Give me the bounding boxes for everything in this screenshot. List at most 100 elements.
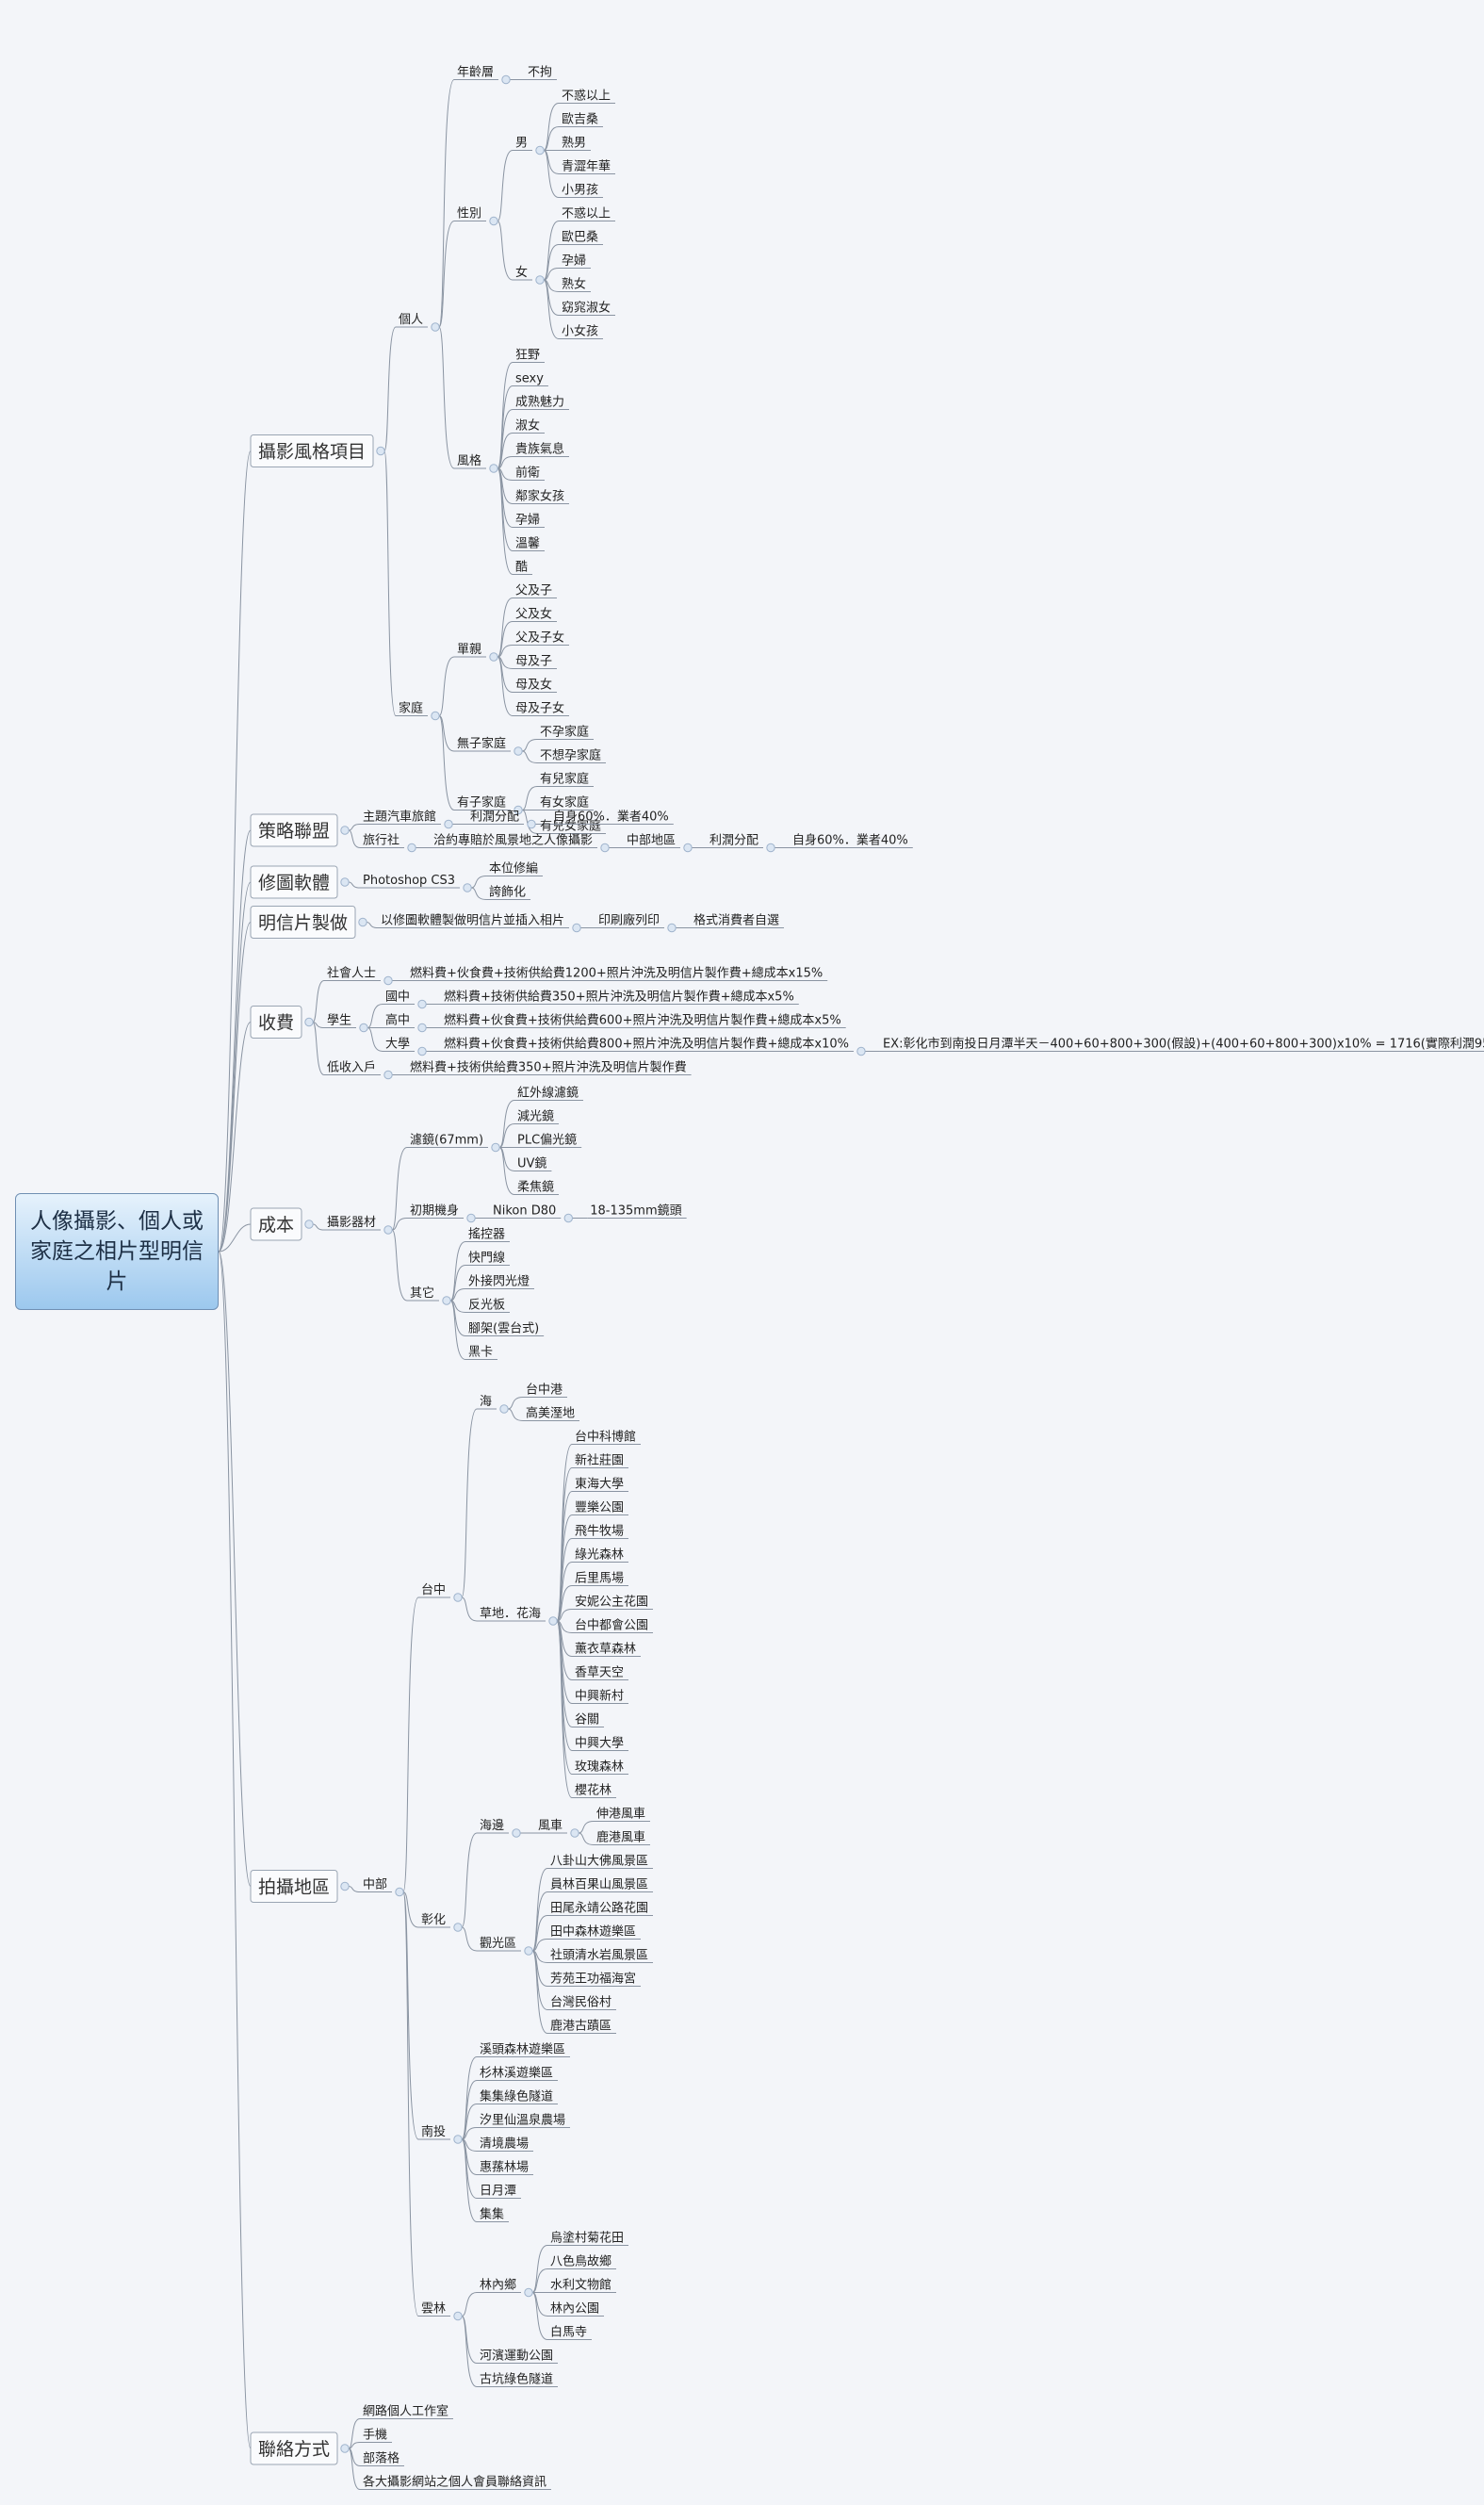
subtopic[interactable]: 洽約專賠於風景地之人像攝影 — [431, 833, 598, 848]
subtopic[interactable]: 燃料費+伙食費+技術供給費800+照片沖洗及明信片製作費+總成本x10% — [441, 1037, 854, 1052]
subtopic[interactable]: 有女家庭 — [537, 795, 595, 810]
collapse-toggle-icon[interactable] — [407, 843, 416, 853]
collapse-toggle-icon[interactable] — [304, 1017, 314, 1027]
subtopic[interactable]: 國中 — [383, 991, 416, 1005]
subtopic[interactable]: 父及女 — [513, 607, 558, 622]
collapse-toggle-icon[interactable] — [463, 883, 472, 892]
collapse-toggle-icon[interactable] — [304, 1220, 314, 1229]
subtopic[interactable]: 台中 — [418, 1583, 451, 1598]
subtopic[interactable]: 不惑以上 — [559, 89, 616, 104]
subtopic[interactable]: 八卦山大佛風景區 — [547, 1855, 654, 1869]
subtopic[interactable]: 雲林 — [418, 2302, 451, 2317]
subtopic[interactable]: 網路個人工作室 — [360, 2404, 454, 2419]
subtopic[interactable]: 前衛 — [513, 466, 546, 481]
subtopic[interactable]: 玫瑰森林 — [572, 1760, 629, 1775]
subtopic[interactable]: 攝影器材 — [324, 1215, 382, 1231]
subtopic[interactable]: 單親 — [454, 643, 487, 658]
subtopic[interactable]: 手機 — [360, 2429, 393, 2443]
subtopic[interactable]: 中興大學 — [572, 1737, 629, 1751]
subtopic[interactable]: 鄰家女孩 — [513, 489, 570, 504]
subtopic[interactable]: 薰衣草森林 — [572, 1642, 642, 1657]
main-topic[interactable]: 拍攝地區 — [250, 1870, 338, 1903]
subtopic[interactable]: 孕婦 — [559, 254, 592, 269]
main-topic[interactable]: 攝影風格項目 — [250, 434, 374, 467]
subtopic[interactable]: 初期機身 — [407, 1203, 465, 1219]
subtopic[interactable]: 母及子女 — [513, 701, 570, 716]
subtopic[interactable]: 惠蓀林場 — [477, 2161, 534, 2175]
collapse-toggle-icon[interactable] — [512, 1828, 521, 1838]
collapse-toggle-icon[interactable] — [431, 711, 440, 721]
subtopic[interactable]: 小男孩 — [559, 184, 604, 198]
subtopic[interactable]: 鹿港古蹟區 — [547, 2019, 617, 2034]
subtopic[interactable]: 減光鏡 — [514, 1109, 560, 1124]
subtopic[interactable]: 主題汽車旅館 — [360, 810, 442, 825]
subtopic[interactable]: 淑女 — [513, 418, 546, 434]
subtopic[interactable]: 集集綠色隧道 — [477, 2089, 559, 2104]
subtopic[interactable]: 古坑綠色隧道 — [477, 2372, 559, 2387]
subtopic[interactable]: 熟女 — [559, 277, 592, 292]
collapse-toggle-icon[interactable] — [340, 826, 350, 835]
subtopic[interactable]: 低收入戶 — [324, 1061, 382, 1075]
subtopic[interactable]: 反光板 — [465, 1299, 511, 1313]
subtopic[interactable]: 八色鳥故鄉 — [547, 2254, 617, 2269]
subtopic[interactable]: 燃料費+伙食費+技術供給費1200+照片沖洗及明信片製作費+總成本x15% — [407, 966, 828, 981]
collapse-toggle-icon[interactable] — [572, 923, 581, 933]
subtopic[interactable]: 家庭 — [396, 701, 429, 716]
subtopic[interactable]: 芳苑王功福海宮 — [547, 1972, 642, 1987]
subtopic[interactable]: 狂野 — [513, 349, 546, 363]
subtopic[interactable]: 日月潭 — [477, 2185, 522, 2199]
collapse-toggle-icon[interactable] — [453, 1923, 463, 1932]
collapse-toggle-icon[interactable] — [563, 1213, 573, 1223]
subtopic[interactable]: 不惑以上 — [559, 206, 616, 221]
subtopic[interactable]: 台中港 — [523, 1383, 568, 1398]
subtopic[interactable]: 誇飾化 — [486, 885, 531, 900]
subtopic[interactable]: 青澀年華 — [559, 160, 616, 174]
main-topic[interactable]: 修圖軟體 — [250, 865, 338, 899]
collapse-toggle-icon[interactable] — [442, 1296, 451, 1305]
subtopic[interactable]: 濾鏡(67mm) — [407, 1134, 489, 1148]
subtopic[interactable]: 格式消費者自選 — [691, 913, 785, 928]
central-topic[interactable]: 人像攝影、個人或家庭之相片型明信片 — [15, 1193, 219, 1310]
collapse-toggle-icon[interactable] — [358, 917, 367, 927]
subtopic[interactable]: 個人 — [396, 313, 429, 328]
subtopic[interactable]: 中部地區 — [624, 834, 681, 848]
subtopic[interactable]: PLC偏光鏡 — [514, 1134, 582, 1148]
main-topic[interactable]: 聯絡方式 — [250, 2431, 338, 2465]
subtopic[interactable]: 18-135mm鏡頭 — [587, 1204, 687, 1219]
subtopic[interactable]: 安妮公主花園 — [572, 1595, 654, 1610]
collapse-toggle-icon[interactable] — [340, 2444, 350, 2453]
subtopic[interactable]: 高美溼地 — [523, 1406, 580, 1421]
subtopic[interactable]: 白馬寺 — [547, 2325, 593, 2340]
collapse-toggle-icon[interactable] — [340, 877, 350, 887]
subtopic[interactable]: 歐吉桑 — [559, 113, 604, 127]
subtopic[interactable]: 新社莊園 — [572, 1453, 629, 1468]
subtopic[interactable]: 父及子 — [513, 584, 558, 598]
subtopic[interactable]: 豐樂公園 — [572, 1500, 629, 1515]
subtopic[interactable]: 南投 — [418, 2124, 451, 2140]
collapse-toggle-icon[interactable] — [417, 1023, 427, 1033]
subtopic[interactable]: 有兒家庭 — [537, 772, 595, 787]
subtopic[interactable]: 有子家庭 — [454, 795, 512, 810]
collapse-toggle-icon[interactable] — [491, 1142, 500, 1153]
subtopic[interactable]: 貴族氣息 — [513, 442, 570, 457]
subtopic[interactable]: 大學 — [383, 1038, 416, 1052]
collapse-toggle-icon[interactable] — [340, 1881, 350, 1891]
subtopic[interactable]: 父及子女 — [513, 630, 570, 646]
subtopic[interactable]: 員林百果山風景區 — [547, 1878, 654, 1892]
subtopic[interactable]: 外接閃光燈 — [465, 1274, 535, 1289]
collapse-toggle-icon[interactable] — [453, 2135, 463, 2144]
subtopic[interactable]: 性別 — [454, 207, 487, 221]
subtopic[interactable]: 櫻花林 — [572, 1783, 617, 1798]
subtopic[interactable]: 集集 — [477, 2207, 510, 2222]
collapse-toggle-icon[interactable] — [395, 1887, 404, 1897]
collapse-toggle-icon[interactable] — [417, 1046, 427, 1056]
collapse-toggle-icon[interactable] — [600, 843, 610, 853]
collapse-toggle-icon[interactable] — [466, 1213, 476, 1223]
subtopic[interactable]: 熟男 — [559, 136, 592, 151]
subtopic[interactable]: 烏塗村菊花田 — [547, 2231, 629, 2246]
subtopic[interactable]: 中興新村 — [572, 1689, 629, 1704]
collapse-toggle-icon[interactable] — [514, 746, 523, 756]
main-topic[interactable]: 成本 — [250, 1207, 302, 1241]
subtopic[interactable]: 林內鄉 — [477, 2278, 522, 2293]
collapse-toggle-icon[interactable] — [376, 446, 385, 456]
